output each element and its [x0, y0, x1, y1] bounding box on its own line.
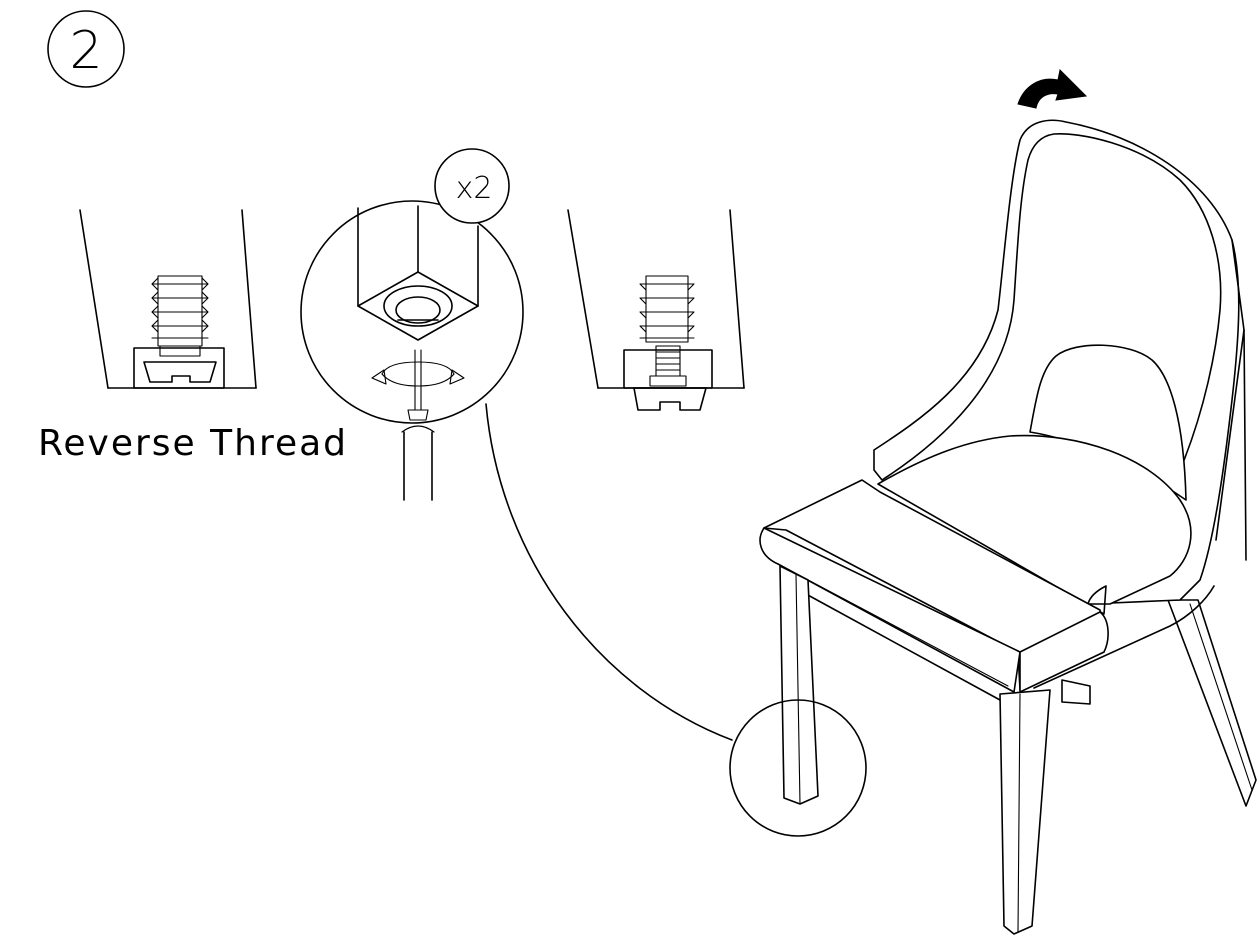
leg-detail-after [567, 209, 745, 411]
leader-line [485, 403, 733, 741]
glide-cap [133, 347, 225, 389]
foot-magnifier-circle [729, 699, 867, 837]
threaded-bolt-installed [623, 275, 713, 411]
quantity-label: x2 [456, 171, 493, 206]
chair [729, 68, 1257, 935]
step-badge: 2 [47, 10, 125, 88]
leg-bottom-socket [357, 205, 479, 341]
back-leg-right [1167, 599, 1257, 807]
reverse-thread-label: Reverse Thread [38, 423, 348, 464]
step-number: 2 [69, 21, 102, 81]
threaded-bolt [151, 275, 209, 357]
seat-cushion [877, 434, 1192, 615]
counter-rotate-arrows-icon [371, 361, 465, 387]
curved-rotate-arrow-icon [1017, 68, 1088, 109]
magnifier-circle [300, 200, 524, 424]
front-leg-right [999, 689, 1051, 935]
seat-front-edge [759, 527, 1021, 693]
quantity-badge: x2 [434, 148, 510, 224]
screwdriver [401, 349, 435, 501]
front-leg-left [779, 565, 819, 805]
screwdriver-detail: x2 [300, 148, 524, 501]
step-circle [47, 10, 125, 88]
leg-detail-before: Reverse Thread [38, 209, 348, 464]
